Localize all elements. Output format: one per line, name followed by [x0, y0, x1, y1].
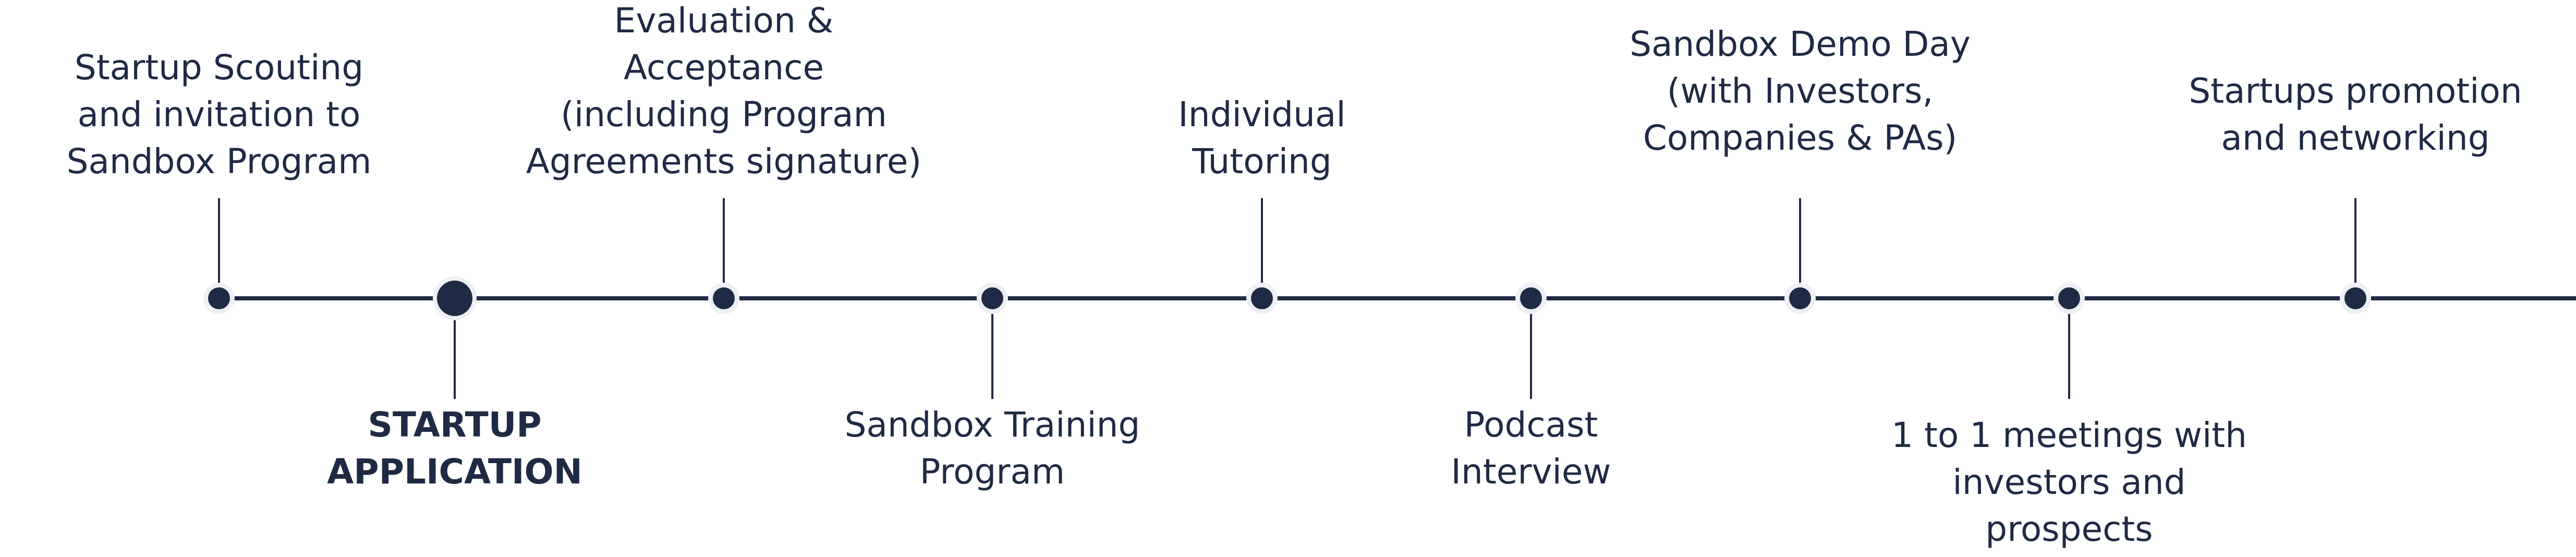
node-evaluation — [713, 287, 735, 309]
label-promotion: Startups promotion and networking — [2189, 71, 2522, 158]
node-training — [981, 287, 1003, 309]
label-application: STARTUP APPLICATION — [327, 405, 582, 492]
label-scouting: Startup Scouting and invitation to Sandb… — [66, 47, 372, 181]
label-tutoring: Individual Tutoring — [1178, 94, 1346, 181]
label-demo-day: Sandbox Demo Day (with Investors, Compan… — [1630, 24, 1971, 158]
node-application — [437, 281, 472, 316]
timeline-nodes — [203, 276, 2371, 320]
label-evaluation: Evaluation & Acceptance (including Progr… — [526, 1, 922, 181]
label-training: Sandbox Training Program — [844, 405, 1140, 492]
label-meetings: 1 to 1 meetings with investors and prosp… — [1891, 415, 2247, 549]
node-demo-day — [1789, 287, 1811, 309]
node-tutoring — [1251, 287, 1273, 309]
node-promotion — [2344, 287, 2366, 309]
node-scouting — [208, 287, 230, 309]
node-podcast — [1520, 287, 1542, 309]
label-podcast: Podcast Interview — [1451, 405, 1611, 492]
node-meetings — [2058, 287, 2080, 309]
